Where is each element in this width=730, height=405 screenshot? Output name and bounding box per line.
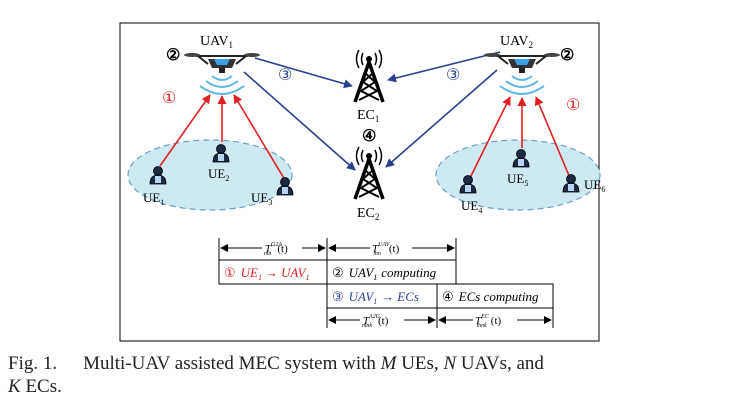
ec1-label: EC1	[357, 108, 379, 124]
caption-var-n: N	[443, 353, 457, 374]
phase-box-ue-to-uav	[218, 259, 328, 285]
step1-marker-right: ①	[566, 97, 580, 114]
ue2-label: UE2	[208, 166, 229, 183]
system-diagram: UAV1 ② UAV2 ② EC1 EC2 ① ① ③ ③ ④ UE1 UE2 …	[119, 22, 605, 342]
ue3-label: UE3	[251, 190, 272, 207]
link-ue4-uav2	[469, 96, 511, 179]
user-cluster-left	[127, 139, 293, 211]
ue4-label: UE4	[461, 198, 482, 215]
uav1-step-marker: ②	[166, 47, 180, 64]
link-ue1-uav1	[159, 94, 211, 167]
step3-marker-right: ③	[446, 67, 460, 84]
caption-text-c: UAVs, and	[460, 353, 544, 374]
link-uav1-ec1	[254, 57, 353, 89]
step1-marker-left: ①	[162, 90, 176, 107]
caption-label: Fig. 1.	[8, 353, 58, 374]
phase-box-ec-computing	[436, 283, 554, 309]
caption-text-a: Multi-UAV assisted MEC system with	[83, 353, 376, 374]
figure-caption: Fig. 1. Multi-UAV assisted MEC system wit…	[8, 352, 724, 398]
caption-text-d: ECs.	[25, 376, 62, 397]
uav2-label: UAV2	[500, 34, 533, 50]
caption-var-k: K	[8, 376, 21, 397]
link-uav2-ec2	[385, 69, 498, 168]
uav2-drone-icon	[483, 52, 561, 95]
ue6-label: UE6	[584, 177, 605, 194]
link-ue6-uav2	[534, 96, 571, 179]
link-uav1-ec2	[243, 71, 356, 171]
ec2-label: EC2	[357, 206, 379, 222]
ec1-tower-icon	[353, 48, 385, 104]
ec2-tower-icon	[353, 145, 385, 201]
phase-box-uav-to-ecs	[326, 283, 438, 309]
diagram-frame	[119, 22, 600, 342]
step4-marker: ④	[362, 128, 376, 145]
uav1-label: UAV1	[200, 34, 233, 50]
uav2-step-marker: ②	[560, 47, 574, 64]
ue1-label: UE1	[143, 190, 164, 207]
link-uav2-ec1	[387, 51, 501, 83]
step3-marker-left: ③	[278, 67, 292, 84]
uav1-drone-icon	[183, 52, 261, 95]
caption-text-b: UEs,	[401, 353, 439, 374]
caption-var-m: M	[380, 353, 397, 374]
ue5-label: UE5	[507, 171, 528, 188]
link-ue3-uav1	[233, 94, 286, 181]
user-cluster-right	[435, 139, 601, 211]
